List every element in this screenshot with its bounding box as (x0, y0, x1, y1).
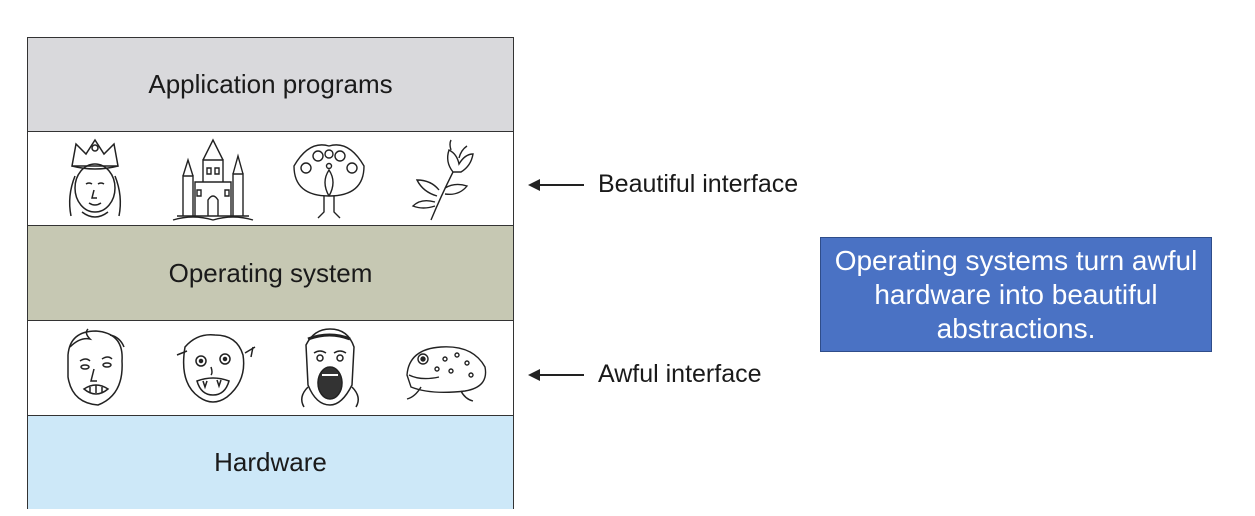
monster-face-icon (166, 325, 258, 411)
hardware-label: Hardware (214, 447, 327, 477)
castle-icon (166, 136, 258, 222)
application-programs-layer: Application programs (28, 38, 513, 132)
hardware-layer: Hardware (28, 416, 513, 509)
summary-callout-text: Operating systems turn awful hardware in… (834, 244, 1198, 344)
beautiful-interface-layer (28, 132, 513, 226)
flower-icon (400, 136, 492, 222)
awful-interface-layer (28, 321, 513, 416)
peacock-icon (283, 136, 375, 222)
layer-stack-diagram: Application programs (27, 37, 514, 509)
left-arrow-icon (528, 368, 584, 381)
grimacing-face-icon (49, 325, 141, 411)
summary-callout-box: Operating systems turn awful hardware in… (820, 237, 1212, 352)
awful-interface-label: Awful interface (598, 360, 762, 388)
left-arrow-icon (528, 178, 584, 191)
awful-interface-annotation: Awful interface (526, 360, 762, 389)
application-programs-label: Application programs (148, 69, 393, 99)
beautiful-interface-annotation: Beautiful interface (526, 170, 798, 199)
operating-system-label: Operating system (168, 257, 373, 288)
operating-system-layer: Operating system (28, 226, 513, 321)
screaming-face-icon (283, 325, 375, 411)
toad-icon (400, 325, 492, 411)
queen-icon (49, 136, 141, 222)
beautiful-interface-label: Beautiful interface (598, 170, 799, 198)
